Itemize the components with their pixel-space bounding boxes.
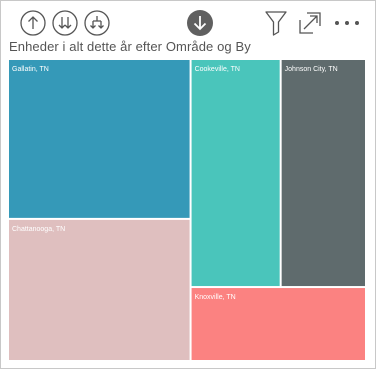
focus-mode-icon (299, 12, 321, 34)
drill-down-mode-button[interactable] (186, 9, 214, 37)
treemap-label-chattanooga-tn: Chattanooga, TN (12, 226, 65, 233)
treemap-tile-chattanooga-tn[interactable]: Chattanooga, TN (9, 219, 190, 360)
focus-mode-button[interactable] (298, 11, 322, 35)
treemap-label-johnson-city-tn: Johnson City, TN (285, 66, 338, 73)
treemap-svg: Gallatin, TN Chattanooga, TN Cookeville, T… (9, 60, 365, 360)
split-arrow-down-icon (84, 10, 110, 36)
treemap-label-knoxville-tn: Knoxville, TN (195, 294, 236, 301)
arrow-down-circle-icon (187, 10, 213, 36)
chart-title: Enheder i alt dette år efter Område og B… (9, 39, 251, 54)
funnel-icon (265, 11, 287, 36)
expand-next-level-button[interactable] (83, 9, 111, 37)
drill-up-button[interactable] (19, 9, 47, 37)
go-to-next-level-button[interactable] (51, 9, 79, 37)
treemap-tile-knoxville-tn[interactable]: Knoxville, TN (191, 288, 365, 360)
ellipsis-icon (335, 21, 359, 25)
more-options-button[interactable] (334, 18, 360, 28)
visual-header-toolbar (0, 0, 376, 40)
treemap-rect-cookeville-tn[interactable] (191, 60, 280, 287)
treemap-tile-johnson-city-tn[interactable]: Johnson City, TN (281, 60, 365, 287)
arrow-up-icon (20, 10, 46, 36)
filter-button[interactable] (264, 10, 288, 36)
double-arrow-down-icon (52, 10, 78, 36)
treemap-tile-gallatin-tn[interactable]: Gallatin, TN (9, 60, 190, 218)
treemap-label-cookeville-tn: Cookeville, TN (195, 66, 240, 73)
treemap-rect-knoxville-tn[interactable] (191, 288, 365, 360)
treemap-label-gallatin-tn: Gallatin, TN (12, 66, 49, 73)
treemap-chart: Gallatin, TN Chattanooga, TN Cookeville, T… (9, 60, 367, 362)
treemap-rect-gallatin-tn[interactable] (9, 60, 190, 218)
treemap-tile-cookeville-tn[interactable]: Cookeville, TN (191, 60, 280, 287)
treemap-rect-chattanooga-tn[interactable] (9, 219, 190, 360)
treemap-rect-johnson-city-tn[interactable] (281, 60, 365, 287)
